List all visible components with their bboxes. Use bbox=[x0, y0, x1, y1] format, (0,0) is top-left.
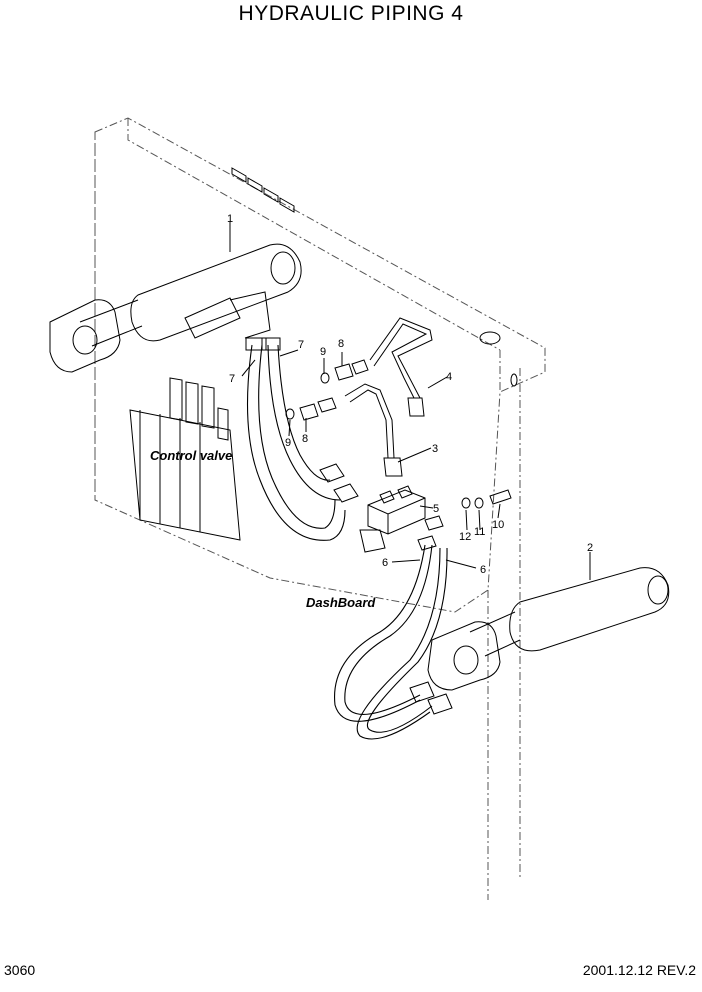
hoses-7 bbox=[245, 337, 359, 541]
callout-5: 5 bbox=[433, 503, 439, 515]
callout-labels: 1 2 3 4 5 6 6 7 7 8 8 9 9 10 11 12 bbox=[227, 213, 593, 576]
callout-1: 1 bbox=[227, 213, 233, 225]
control-valve-label: Control valve bbox=[150, 448, 232, 463]
callout-11: 11 bbox=[474, 526, 485, 538]
callout-9a: 9 bbox=[320, 346, 326, 358]
callout-6b: 6 bbox=[480, 564, 486, 576]
callout-6a: 6 bbox=[382, 557, 388, 569]
dashboard-label: DashBoard bbox=[306, 595, 376, 610]
callout-3: 3 bbox=[432, 443, 438, 455]
fittings-8-9 bbox=[285, 359, 369, 421]
callout-4: 4 bbox=[446, 371, 452, 383]
steering-cylinder-2 bbox=[427, 567, 670, 691]
leader-lines bbox=[229, 222, 591, 580]
page-number: 3060 bbox=[4, 962, 36, 978]
page-title: HYDRAULIC PIPING 4 bbox=[238, 2, 464, 25]
steering-cylinder-1 bbox=[49, 243, 302, 373]
dashboard-frame-outline bbox=[94, 117, 546, 900]
callout-7a: 7 bbox=[298, 339, 304, 351]
revision-date: 2001.12.12 REV.2 bbox=[582, 962, 696, 978]
hoses-6 bbox=[334, 544, 453, 740]
callout-12: 12 bbox=[459, 531, 471, 543]
callout-8a: 8 bbox=[338, 338, 344, 350]
callout-2: 2 bbox=[587, 542, 593, 554]
callout-8b: 8 bbox=[302, 433, 308, 445]
valve-block-5 bbox=[359, 485, 444, 553]
callout-10: 10 bbox=[492, 519, 504, 531]
pipes-3-4 bbox=[344, 317, 433, 477]
control-valve bbox=[129, 377, 241, 541]
callout-9b: 9 bbox=[285, 437, 291, 449]
parts-10-11-12 bbox=[461, 489, 512, 509]
callout-7b: 7 bbox=[229, 373, 235, 385]
